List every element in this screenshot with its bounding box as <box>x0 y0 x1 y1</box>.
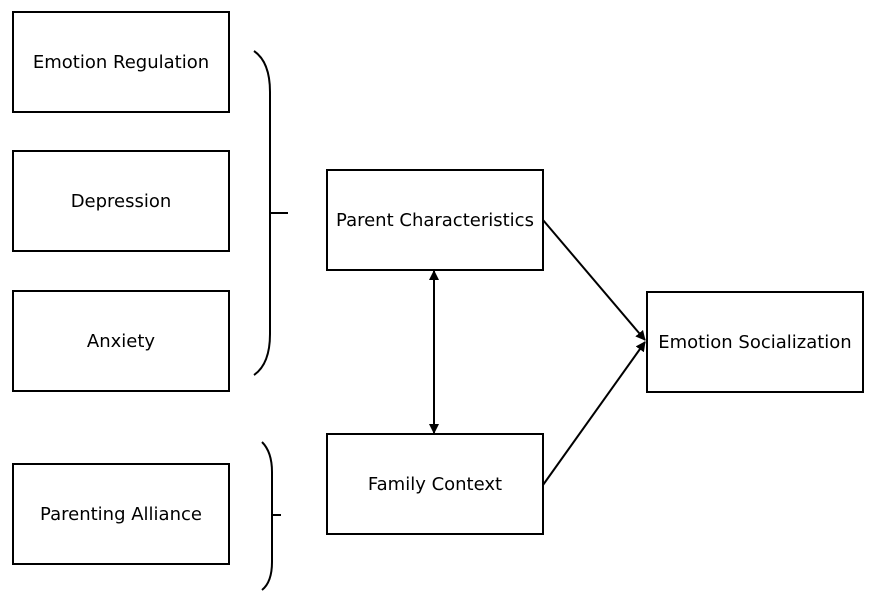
node-parenting-alliance-label: Parenting Alliance <box>40 503 202 525</box>
arrow-parent-to-emotion-socialization <box>542 219 646 341</box>
node-depression-label: Depression <box>70 190 172 212</box>
brace-parent-characteristics <box>253 50 271 376</box>
node-parent-characteristics: Parent Characteristics <box>326 169 544 271</box>
node-depression: Depression <box>12 150 230 252</box>
node-family-context: Family Context <box>326 433 544 535</box>
node-parenting-alliance: Parenting Alliance <box>12 463 230 565</box>
node-emotion-socialization: Emotion Socialization <box>646 291 864 393</box>
node-emotion-regulation-label: Emotion Regulation <box>32 51 210 73</box>
node-parent-characteristics-label: Parent Characteristics <box>336 209 534 231</box>
node-emotion-regulation: Emotion Regulation <box>12 11 230 113</box>
brace-family-context <box>261 441 273 591</box>
node-family-context-label: Family Context <box>367 473 503 495</box>
node-emotion-socialization-label: Emotion Socialization <box>658 331 852 353</box>
node-anxiety: Anxiety <box>12 290 230 392</box>
node-anxiety-label: Anxiety <box>86 330 156 352</box>
arrow-family-to-emotion-socialization <box>542 341 646 486</box>
